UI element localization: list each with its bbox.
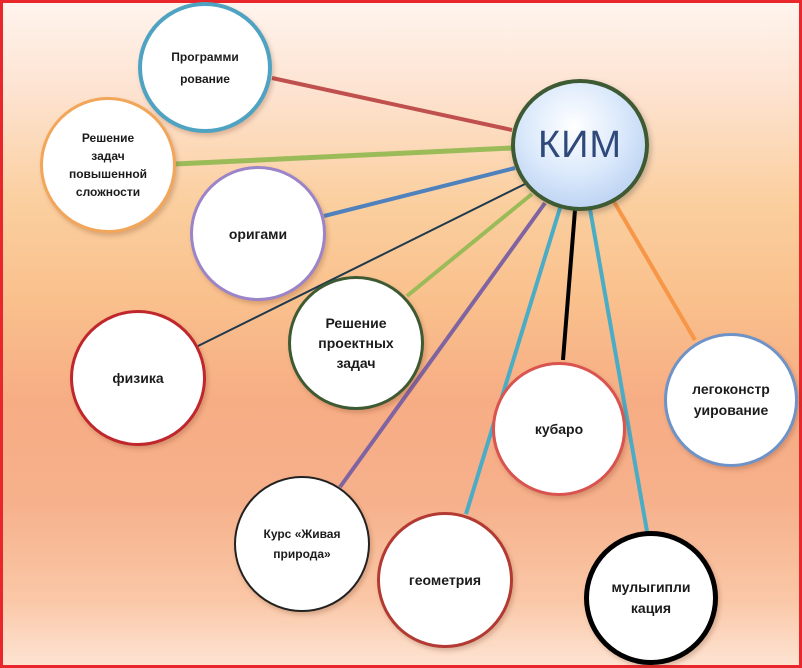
- node-multiplication-label: мулыгипли кация: [611, 579, 691, 616]
- node-programming: Программи рование: [138, 2, 272, 133]
- center-label: КИМ: [537, 123, 623, 166]
- connector-cubaro: [561, 209, 577, 361]
- node-origami-label: оригами: [228, 225, 288, 242]
- connector-nature-course: [338, 201, 547, 489]
- node-geometry: геометрия: [377, 512, 513, 648]
- connector-physics: [197, 183, 526, 347]
- node-hard-tasks-label: Решение задач повышенной сложности: [68, 131, 148, 199]
- node-project-tasks: Решение проектных задач: [288, 276, 424, 410]
- node-physics-label: физика: [112, 370, 164, 386]
- connector-origami: [323, 166, 516, 218]
- connector-geometry: [464, 207, 562, 515]
- node-multiplication: мулыгипли кация: [584, 531, 718, 665]
- node-physics: физика: [70, 310, 206, 446]
- node-geometry-label: геометрия: [408, 572, 482, 588]
- node-lego: легоконстр уирование: [664, 333, 798, 467]
- connector-project-tasks: [405, 192, 534, 298]
- node-programming-label: Программи рование: [171, 49, 239, 86]
- connector-multiplication: [588, 208, 650, 538]
- node-nature-course-label: Курс «Живая природа»: [263, 527, 341, 561]
- node-cubaro: кубаро: [492, 362, 626, 496]
- node-lego-label: легоконстр уирование: [692, 381, 770, 418]
- node-project-tasks-label: Решение проектных задач: [318, 315, 394, 371]
- node-cubaro-label: кубаро: [534, 421, 584, 437]
- connector-lego: [611, 198, 697, 342]
- node-origami: оригами: [190, 166, 326, 301]
- connector-hard-tasks: [174, 145, 513, 167]
- node-hard-tasks: Решение задач повышенной сложности: [40, 97, 176, 233]
- connector-programming: [271, 76, 513, 132]
- center-node-kim: КИМ: [511, 79, 649, 211]
- node-nature-course: Курс «Живая природа»: [234, 476, 370, 612]
